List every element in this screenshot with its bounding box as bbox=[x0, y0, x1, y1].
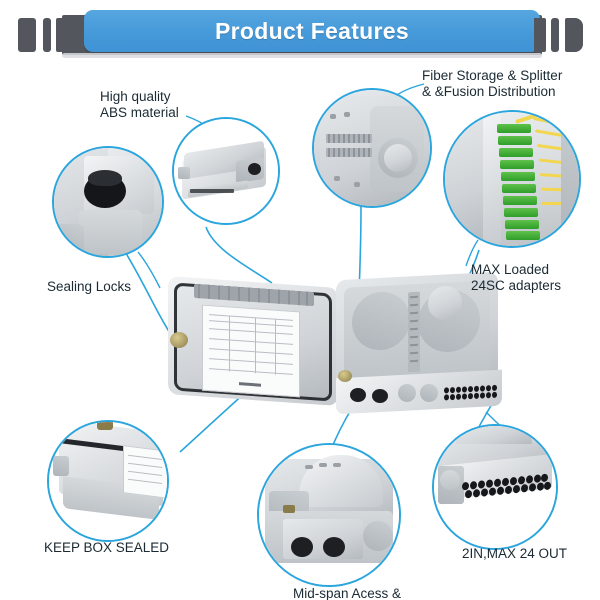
label-fiber-storage: Fiber Storage & Splitter & &Fusion Distr… bbox=[422, 68, 563, 99]
closed-fiber-box-photo bbox=[174, 119, 278, 223]
callout-sc-adapters[interactable] bbox=[443, 110, 581, 248]
banner-bracket-right-tab bbox=[534, 18, 546, 52]
callout-in-out-ports[interactable] bbox=[432, 424, 558, 550]
output-port-grommets-photo bbox=[434, 426, 556, 548]
banner-bracket-right-inner bbox=[551, 18, 559, 52]
banner-pill: Product Features bbox=[84, 10, 540, 52]
cable-entry-ports-photo bbox=[259, 445, 399, 585]
internal-splice-tray-photo bbox=[314, 90, 430, 206]
callout-mid-span-access[interactable] bbox=[257, 443, 401, 587]
banner-shadow bbox=[62, 53, 542, 58]
main-product-photo bbox=[160, 270, 505, 420]
base-knockout-1 bbox=[398, 384, 416, 402]
callout-sealing-locks[interactable] bbox=[52, 146, 164, 258]
label-in-out-ports: 2IN,MAX 24 OUT bbox=[462, 546, 568, 561]
label-sealing-locks: Sealing Locks bbox=[47, 279, 132, 294]
cover-hinge-screw bbox=[170, 332, 188, 348]
cable-entry-port-1 bbox=[350, 388, 366, 402]
banner-bracket-left-inner bbox=[43, 18, 51, 52]
base-hinge-screw bbox=[338, 370, 352, 382]
black-sealing-lock-knob-photo bbox=[54, 148, 162, 256]
callout-keep-box-sealed[interactable] bbox=[47, 420, 169, 542]
tray-center-comb bbox=[408, 291, 420, 373]
label-mid-span-access: Mid-span Acess & bbox=[292, 586, 402, 600]
label-keep-box-sealed: KEEP BOX SEALED bbox=[44, 540, 170, 555]
green-sc-adapters-pigtails-photo bbox=[445, 112, 579, 246]
label-abs-material: High quality ABS material bbox=[100, 89, 179, 120]
base-knockout-2 bbox=[420, 384, 438, 402]
header-banner: Product Features bbox=[0, 10, 600, 62]
page-title: Product Features bbox=[215, 17, 409, 44]
rubber-gasket-seal-photo bbox=[49, 422, 167, 540]
banner-bracket-left-outer bbox=[18, 18, 36, 52]
cable-entry-port-2 bbox=[372, 389, 388, 403]
banner-bracket-right-outer bbox=[565, 18, 583, 52]
label-sc-adapters: MAX Loaded 24SC adapters bbox=[471, 262, 562, 293]
callout-abs-material[interactable] bbox=[172, 117, 280, 225]
cover-label-sheet bbox=[202, 304, 300, 398]
callout-fiber-storage[interactable] bbox=[312, 88, 432, 208]
